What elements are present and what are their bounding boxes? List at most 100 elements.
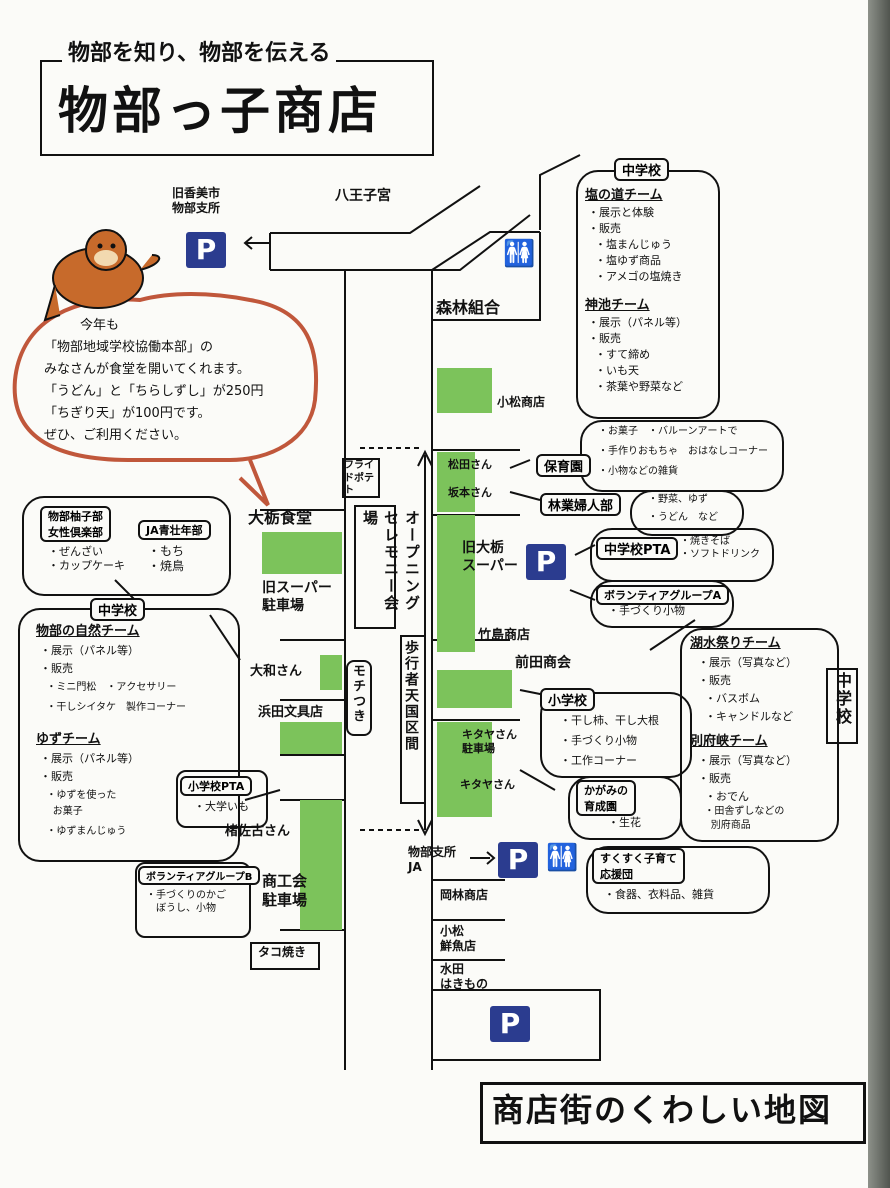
group-item: ・ゆずまんじゅう [40, 826, 127, 837]
shop-block [262, 532, 342, 574]
group-item: ・もち ・焼鳥 [148, 544, 185, 573]
bubble-line: 「ちぎり天」が100円です。 [44, 406, 211, 421]
group-header: 中学校 [90, 598, 146, 621]
pedestrian-frame [400, 635, 426, 804]
group-title: ゆずチーム [36, 732, 101, 747]
bubble-line: 今年も [80, 318, 120, 333]
group-header: 小学校 [540, 688, 596, 711]
group-item: ・すて締め [588, 348, 651, 361]
group-title: 別府峡チーム [690, 734, 768, 749]
shop-block [300, 800, 342, 930]
group-item: ・手づくり小物 [608, 604, 685, 617]
group-item: ・お菓子 ・バルーンアートで [598, 426, 738, 437]
parking-icon: P [490, 1006, 530, 1042]
group-header: 物部柚子部 女性倶楽部 [40, 506, 111, 542]
shop-block [437, 368, 492, 413]
group-header: ボランティアグループA [596, 585, 730, 605]
group-item: ・販売 [588, 222, 621, 235]
shop-block [280, 722, 342, 754]
group-item: ・販売 [40, 662, 73, 675]
shop-block [437, 607, 475, 652]
pedestrian-label: 歩行者天国区間 [403, 640, 419, 752]
shop-block [437, 452, 475, 512]
street-lines [12, 154, 696, 1070]
shop-block [437, 722, 492, 817]
group-header: 中学校PTA [596, 537, 679, 560]
place-kitaya-lot: キタヤさん 駐車場 [462, 728, 517, 755]
parking-icon: P [526, 544, 566, 580]
page-title: 物部っ子商店 [58, 82, 382, 140]
group-item: ・手づくりのかご ぼうし、小物 [146, 890, 226, 914]
group-item: ・うどん など [648, 512, 718, 523]
group-item: ・食器、衣料品、雑貨 [604, 888, 714, 901]
group-item: ・販売 [588, 332, 621, 345]
place-kitaya: キタヤさん [460, 778, 515, 791]
group-vol-b [135, 862, 251, 938]
group-item: 別府商品 [698, 820, 751, 831]
group-es-pta [176, 770, 268, 828]
group-ringyo [630, 490, 744, 536]
group-header: 林業婦人部 [540, 493, 622, 516]
group-header: JA青壮年部 [138, 520, 211, 540]
place-old-super-lot: 旧スーパー 駐車場 [262, 580, 332, 614]
group-header: 小学校PTA [180, 776, 253, 796]
place-matsuda: 松田さん [448, 458, 492, 471]
group-item: ・展示（パネル等） [588, 316, 687, 329]
group-item: ・野菜、ゆず [648, 494, 708, 505]
place-okabayashi: 岡林商店 [440, 888, 489, 902]
group-vol-a [590, 580, 734, 628]
group-item: ・手作りおもちゃ おはなしコーナー [598, 446, 768, 457]
group-header: 中学校 [614, 158, 670, 181]
group-item: ・いも天 [588, 364, 639, 377]
group-header: 保育園 [536, 454, 592, 477]
group-item: ・干し柿、干し大根 [560, 714, 659, 727]
footer-frame [480, 1082, 866, 1144]
toilet-icon: 🚻 [546, 843, 579, 873]
place-komatsu-fish: 小松 鮮魚店 [440, 924, 477, 953]
group-item: ・ぜんざい ・カップケーキ [48, 545, 125, 572]
group-item: ・展示（パネル等） [40, 752, 139, 765]
place-komatsu: 小松商店 [497, 395, 546, 409]
speech-bubble [12, 292, 319, 462]
footer-title: 商店街のくわしい地図 [492, 1091, 833, 1129]
fries-frame [342, 458, 380, 498]
group-yuzu-club [22, 496, 231, 596]
mochi-label: モチつき [350, 664, 365, 724]
group-item: ・ミニ門松 ・アクセサリー [40, 682, 177, 693]
group-item: ・販売 [40, 770, 73, 783]
place-shinrin: 森林組合 [436, 298, 501, 317]
ceremony-frame [354, 505, 396, 629]
shop-block [437, 515, 475, 607]
group-item: ・キャンドルなど [698, 710, 793, 723]
bubble-line: 「うどん」と「ちらしずし」が250円 [44, 384, 264, 399]
place-shokai-lot: 商工会 駐車場 [262, 872, 308, 909]
place-hachioji: 八王子宮 [335, 188, 391, 204]
group-item: ・焼きそば ・ソフトドリンク [680, 536, 760, 560]
bubble-line: 「物部地域学校協働本部」の [44, 340, 214, 355]
parking-icon: P [498, 842, 538, 878]
group-item: ・小物などの雑貨 [598, 466, 678, 477]
group-item: ・おでん [698, 790, 749, 803]
place-mizuta: 水田 はきもの [440, 962, 489, 991]
group-item: ・バスボム [698, 692, 760, 705]
group-lake [680, 628, 839, 842]
group-item: ・販売 [698, 674, 731, 687]
place-ja-office: 物部支所 JA [408, 845, 457, 874]
place-yamato: 大和さん [250, 664, 303, 679]
group-title: 湖水祭りチーム [690, 636, 781, 651]
group-header: かがみの 育成園 [576, 780, 636, 816]
group-title: 塩の道チーム [585, 188, 663, 203]
group-title: 神池チーム [585, 298, 650, 313]
toilet-icon: 🚻 [503, 239, 536, 269]
jhs-frame [826, 668, 858, 744]
place-dining: 大栃食堂 [248, 508, 313, 527]
place-old-office: 旧香美市 物部支所 [172, 186, 221, 215]
bubble-line: ぜひ、ご利用ください。 [44, 428, 188, 443]
takoyaki-frame [250, 942, 320, 970]
group-sukusuku [586, 846, 770, 914]
group-item: ・生花 [608, 816, 641, 829]
place-old-super: 旧大栃 スーパー [462, 540, 518, 574]
group-item: ・ゆずを使った [40, 790, 117, 801]
map-sheet: 物部を知り、物部を伝える 物部っ子商店 今年も 「物部地域学校協働本部」の みな… [0, 0, 870, 1188]
group-item: ・展示と体験 [588, 206, 654, 219]
